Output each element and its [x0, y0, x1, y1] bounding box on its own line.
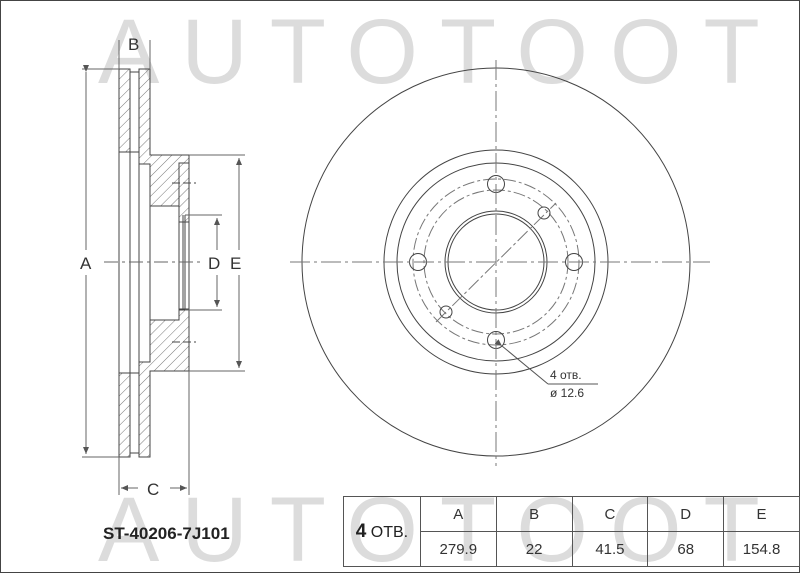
label-a: A	[80, 254, 92, 273]
value-a: 279.9	[419, 531, 497, 567]
header-d: D	[647, 496, 725, 532]
holes-count: 4	[355, 520, 367, 542]
header-a: A	[419, 496, 497, 532]
holes-label: ОТВ.	[370, 523, 409, 541]
header-b: B	[495, 496, 573, 532]
callout-diameter: ø 12.6	[550, 386, 584, 400]
side-view	[104, 68, 200, 458]
value-c: 41.5	[571, 531, 649, 567]
label-b: B	[128, 35, 139, 54]
front-view	[290, 60, 710, 466]
label-e: E	[230, 254, 241, 273]
watermark-top: AUTOTOOT	[98, 1, 782, 103]
label-d: D	[208, 254, 220, 273]
value-d: 68	[647, 531, 725, 567]
callout-holes: 4 отв.	[550, 368, 582, 382]
spec-table: 4 ОТВ. A B C D E 279.9 22 41.5 68 154.8	[343, 496, 800, 567]
value-e: 154.8	[723, 531, 800, 567]
part-number: ST-40206-7J101	[103, 524, 230, 543]
header-e: E	[723, 496, 800, 532]
value-b: 22	[495, 531, 573, 567]
label-c: C	[147, 480, 159, 499]
header-c: C	[571, 496, 649, 532]
holes-count-cell: 4 ОТВ.	[343, 496, 421, 567]
